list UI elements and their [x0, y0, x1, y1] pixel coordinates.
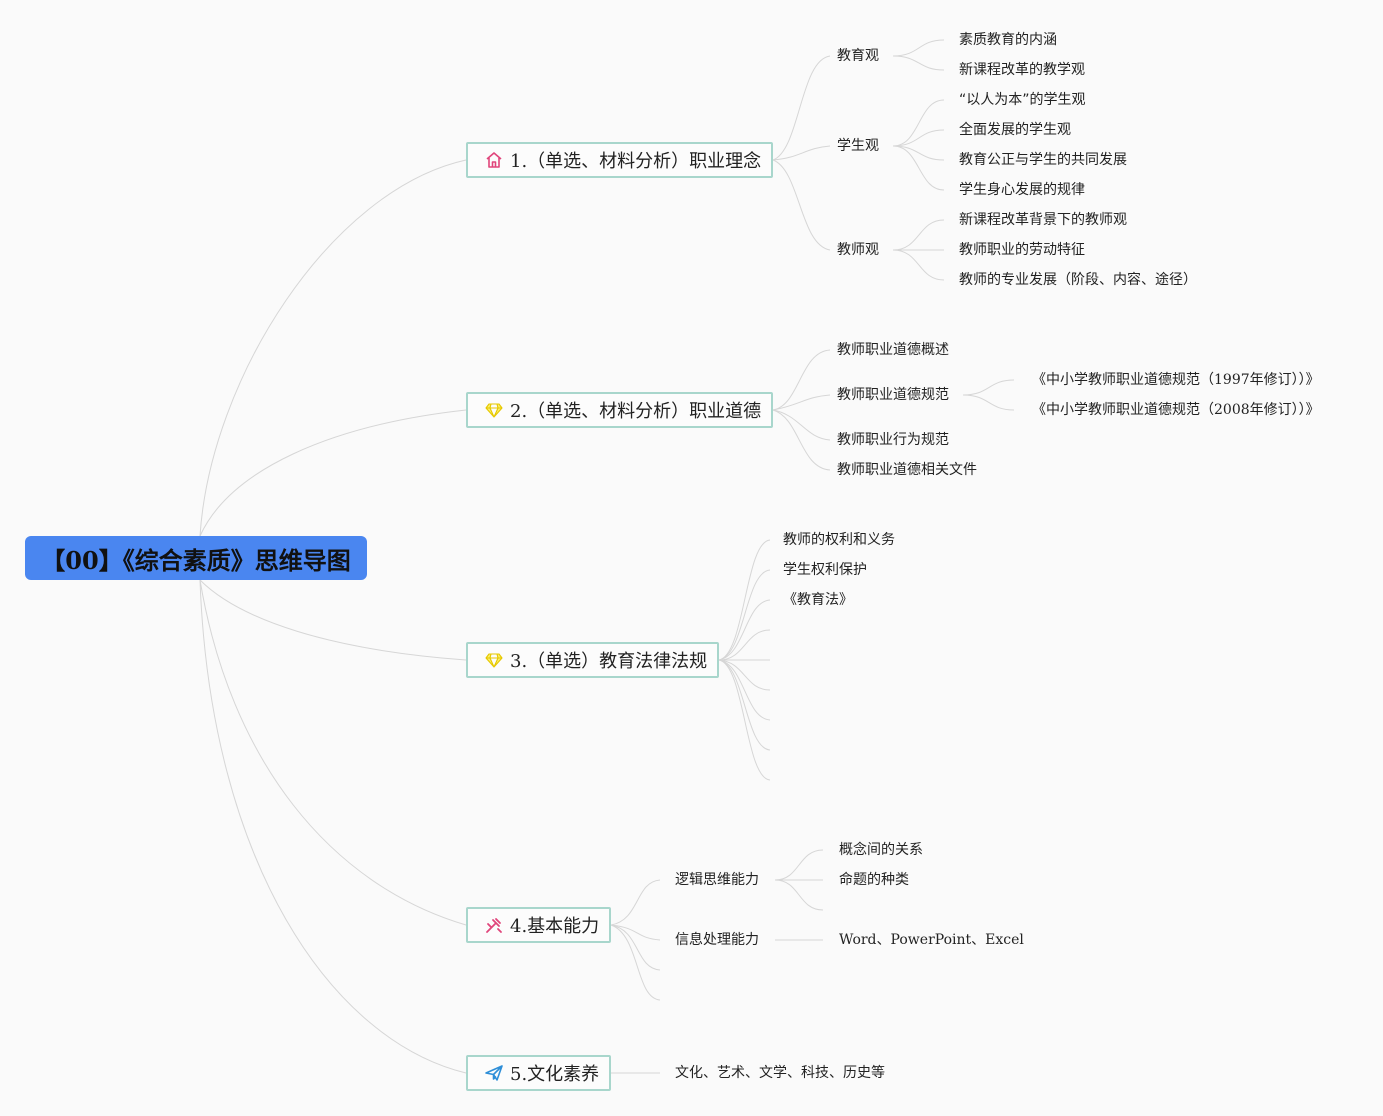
node-ethics-documents[interactable]: 教师职业道德相关文件	[837, 462, 977, 478]
diamond-icon	[484, 400, 504, 420]
diamond-icon	[484, 650, 504, 670]
edge-root-b2	[199, 409, 467, 537]
edge-root-b5	[199, 579, 467, 1074]
home-icon	[484, 150, 504, 170]
branch-basic-ability[interactable]: 4.基本能力	[466, 907, 611, 943]
leaf-item[interactable]: 新课程改革背景下的教师观	[959, 212, 1127, 228]
branch-label: 4.基本能力	[510, 916, 600, 937]
leaf-item[interactable]: 新课程改革的教学观	[959, 62, 1085, 78]
leaf-item[interactable]: 《中小学教师职业道德规范（2008年修订））》	[1032, 402, 1320, 418]
paper-plane-icon	[484, 1063, 504, 1083]
node-conduct-norms[interactable]: 教师职业行为规范	[837, 432, 949, 448]
leaf-item[interactable]: 文化、艺术、文学、科技、历史等	[675, 1065, 885, 1081]
edge-root-b1	[199, 159, 467, 537]
leaf-item[interactable]: 命题的种类	[839, 872, 909, 888]
leaf-item[interactable]: Word、PowerPoint、Excel	[839, 932, 1024, 948]
leaf-item[interactable]: 《中小学教师职业道德规范（1997年修订））》	[1032, 372, 1320, 388]
node-ethics-overview[interactable]: 教师职业道德概述	[837, 342, 949, 358]
branch-career-philosophy[interactable]: 1.（单选、材料分析）职业理念	[466, 142, 773, 178]
leaf-item[interactable]: 教师的权利和义务	[783, 532, 895, 548]
leaf-item[interactable]: 学生身心发展的规律	[959, 182, 1085, 198]
edge-root-b3	[199, 579, 467, 661]
leaf-item[interactable]: “以人为本”的学生观	[959, 92, 1086, 108]
branch-cultural-literacy[interactable]: 5.文化素养	[466, 1055, 611, 1091]
leaf-item[interactable]: 教育公正与学生的共同发展	[959, 152, 1127, 168]
leaf-item[interactable]: 学生权利保护	[783, 562, 867, 578]
node-logical-thinking[interactable]: 逻辑思维能力	[675, 872, 759, 888]
leaf-item[interactable]: 教师职业的劳动特征	[959, 242, 1085, 258]
node-teacher-view[interactable]: 教师观	[837, 242, 879, 258]
root-label: 【00】《综合素质》思维导图	[41, 545, 351, 575]
leaf-item[interactable]: 素质教育的内涵	[959, 32, 1057, 48]
branch-label: 2.（单选、材料分析）职业道德	[510, 401, 762, 422]
branch-education-law[interactable]: 3.（单选）教育法律法规	[466, 642, 719, 678]
branch-label: 1.（单选、材料分析）职业理念	[510, 151, 762, 172]
leaf-item[interactable]: 教师的专业发展（阶段、内容、途径）	[959, 272, 1197, 288]
leaf-item[interactable]: 概念间的关系	[839, 842, 923, 858]
node-ethics-norms[interactable]: 教师职业道德规范	[837, 387, 949, 403]
leaf-item[interactable]: 《教育法》	[783, 592, 853, 608]
node-education-view[interactable]: 教育观	[837, 48, 879, 64]
leaf-item[interactable]: 全面发展的学生观	[959, 122, 1071, 138]
node-student-view[interactable]: 学生观	[837, 138, 879, 154]
root-node[interactable]: 【00】《综合素质》思维导图	[25, 536, 367, 580]
branch-label: 3.（单选）教育法律法规	[510, 651, 708, 672]
node-information-processing[interactable]: 信息处理能力	[675, 932, 759, 948]
branch-professional-ethics[interactable]: 2.（单选、材料分析）职业道德	[466, 392, 773, 428]
edge-root-b4	[199, 579, 467, 926]
branch-label: 5.文化素养	[510, 1064, 600, 1085]
tools-icon	[484, 915, 504, 935]
